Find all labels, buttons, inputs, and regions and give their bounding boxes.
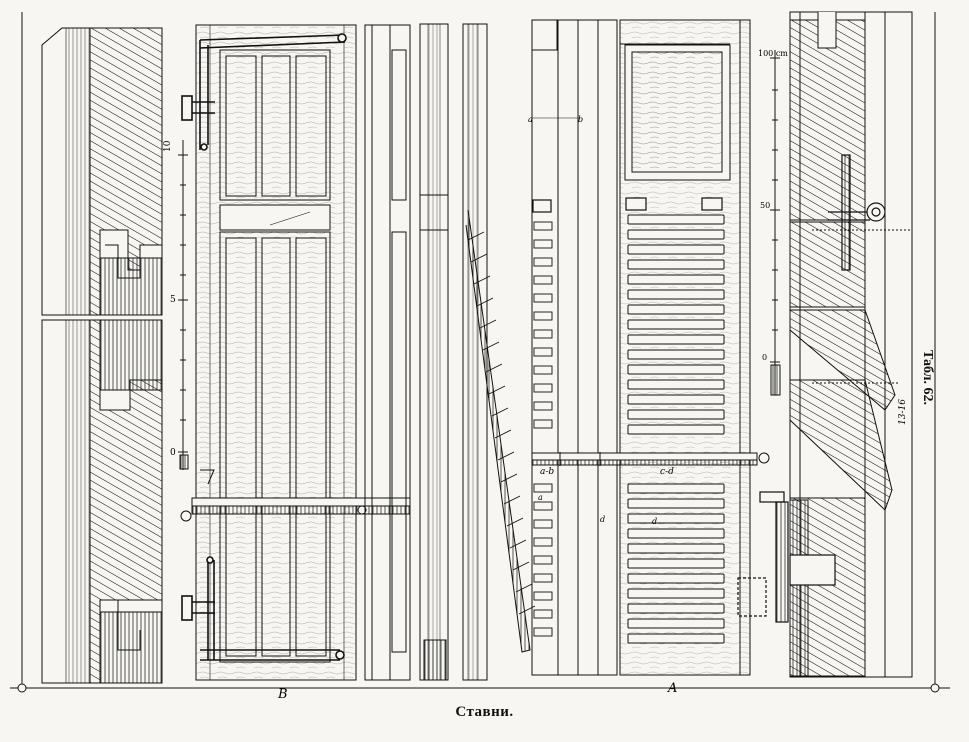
profile-section-b <box>419 23 449 681</box>
shutter-a-louvres-lower <box>627 483 725 644</box>
espagnolette-bolt <box>828 154 886 271</box>
mark-d-left: d <box>600 515 605 524</box>
scale-left <box>178 140 189 470</box>
shutter-b-label: B <box>277 687 288 702</box>
plate-caption: Ставни. <box>455 704 514 720</box>
mark-d-slat: d <box>652 517 657 526</box>
scale-right-tick-100: 100 cm <box>758 49 788 58</box>
scale-right-tick-0: 0 <box>762 353 767 362</box>
shutter-a-side-louvres <box>533 221 553 637</box>
plate-frame <box>10 12 950 693</box>
shutter-a-hinges <box>532 197 723 213</box>
profile-section-a <box>462 23 536 681</box>
mark-b-top: b <box>578 115 583 124</box>
section-cd-label: c-d <box>660 467 674 477</box>
shutter-a-louvres-upper <box>627 214 725 435</box>
mark-a-left: a <box>538 493 543 502</box>
scale-right-tick-50: 50 <box>760 201 770 210</box>
plate-number: Табл. 62. <box>920 350 935 405</box>
scale-left-tick-5: 5 <box>170 295 176 305</box>
shutter-a-label: A <box>667 681 677 696</box>
detail-column <box>789 11 913 678</box>
section-ab-label: a-b <box>540 467 554 477</box>
scale-left-tick-10: 10 <box>163 140 173 152</box>
dimension-note: 13-16 <box>898 399 908 425</box>
shutter-b-elevation <box>195 24 357 681</box>
shutter-a-side-frame <box>531 19 618 676</box>
scale-right <box>770 50 781 396</box>
shutter-b-side-frame <box>364 24 411 681</box>
shutter-a-plan-section <box>531 452 770 466</box>
scale-left-tick-0: 0 <box>170 448 176 458</box>
joint-section-upper <box>41 27 163 316</box>
joint-section-lower <box>41 319 163 684</box>
mark-a-top: a <box>528 115 533 124</box>
shutter-b-hinges <box>181 33 347 661</box>
lower-bolt-detail <box>737 491 836 623</box>
